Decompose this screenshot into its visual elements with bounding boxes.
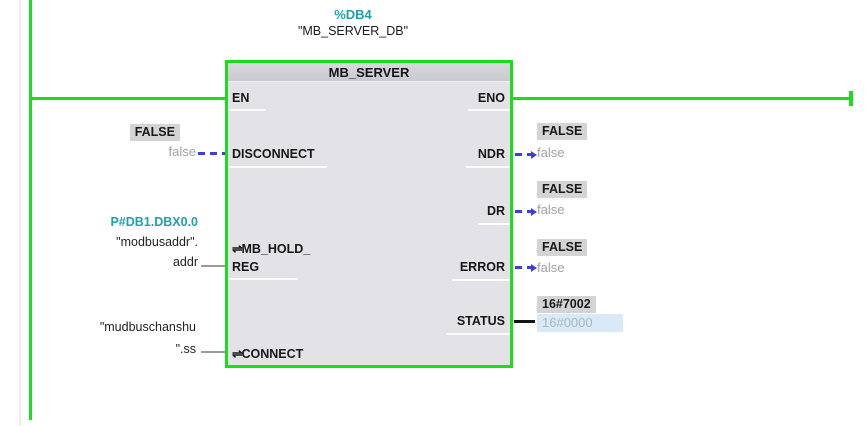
pin-underline [228,278,298,280]
pin-error[interactable]: ERROR [459,260,505,274]
operand-disconnect-value[interactable]: false [168,144,196,159]
monitor-error[interactable]: FALSE [537,239,588,256]
instance-db-name[interactable]: "MB_SERVER_DB" [297,24,409,38]
pin-mb-hold-reg-line2[interactable]: REG [232,260,260,274]
monitor-ndr[interactable]: FALSE [537,123,588,140]
network-margin-line [19,0,21,426]
monitor-dr[interactable]: FALSE [537,181,588,198]
operand-status-value[interactable]: 16#0000 [537,314,623,332]
wire-dr-bool [515,210,531,213]
pin-underline [468,109,510,111]
pin-disconnect[interactable]: DISCONNECT [232,147,315,161]
operand-error-value[interactable]: false [537,260,565,275]
wire-disconnect-bool [198,152,225,155]
wire-eno-out [511,97,852,100]
wire-end-terminal [849,91,853,106]
pin-status[interactable]: STATUS [456,314,505,328]
pin-en[interactable]: EN [232,91,250,105]
pin-ndr[interactable]: NDR [477,147,505,161]
pin-eno[interactable]: ENO [477,91,505,105]
operand-connect-name-line1[interactable]: "mudbuschanshu [99,320,196,334]
monitor-status[interactable]: 16#7002 [537,296,596,313]
pin-underline [228,109,266,111]
block-title[interactable]: MB_SERVER [228,63,510,82]
wire-status [514,320,535,323]
operand-ndr-value[interactable]: false [537,145,565,160]
pin-dr[interactable]: DR [486,204,505,218]
instance-db-label: %DB4 "MB_SERVER_DB" [225,6,481,40]
instance-db-address[interactable]: %DB4 [334,7,372,22]
wire-error-bool [515,266,531,269]
pin-underline [452,279,510,281]
operand-mb-hold-reg-address[interactable]: P#DB1.DBX0.0 [110,215,198,229]
wire-rail-to-en [30,97,227,100]
monitor-disconnect[interactable]: FALSE [129,124,180,141]
operand-mb-hold-reg-name-line1[interactable]: "modbusaddr". [116,235,198,249]
operand-connect-name-line2[interactable]: ".ss [175,342,196,356]
pin-underline [466,166,510,168]
inout-icon: ⇌ [232,347,243,361]
pin-underline [446,333,510,335]
pin-underline [478,223,510,225]
wire-mb-hold-reg [201,265,225,267]
operand-dr-value[interactable]: false [537,202,565,217]
pin-underline [228,166,327,168]
pin-mb-hold-reg-label: MB_HOLD_ [241,242,311,256]
inout-icon: ⇌ [232,242,243,256]
wire-connect [201,351,225,353]
wire-ndr-bool [515,153,531,156]
operand-mb-hold-reg-name-line2[interactable]: addr [172,255,198,269]
power-rail [29,0,32,420]
mb-server-block[interactable]: MB_SERVER EN DISCONNECT ⇌MB_HOLD_ REG ⇌C… [225,60,513,368]
pin-mb-hold-reg[interactable]: ⇌MB_HOLD_ [232,242,310,257]
pin-connect-label: CONNECT [241,347,304,361]
pin-connect[interactable]: ⇌CONNECT [232,347,303,362]
